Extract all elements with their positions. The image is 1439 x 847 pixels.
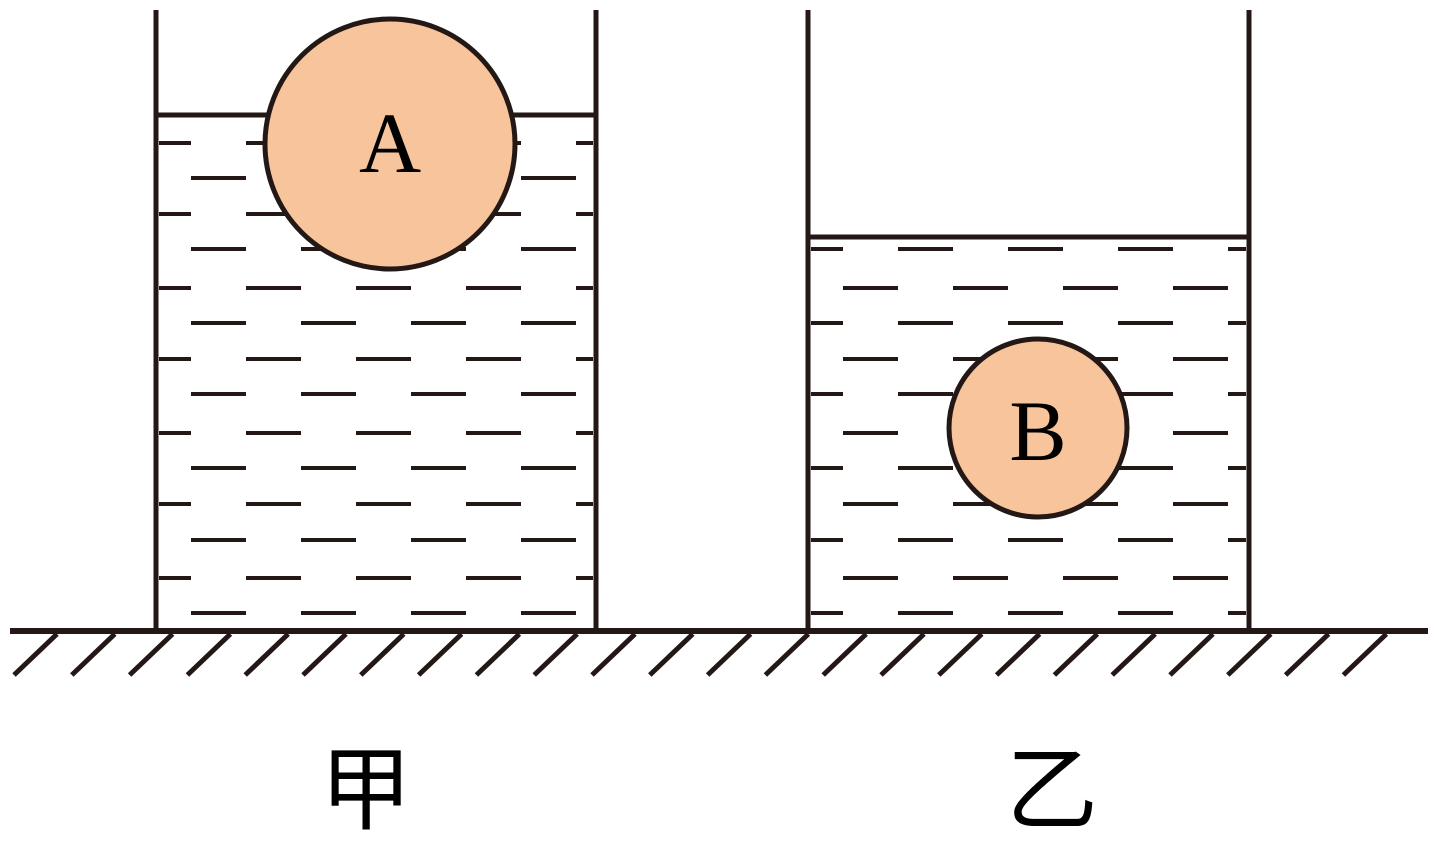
ball-b-label: B	[1009, 383, 1066, 479]
hatch-mark	[879, 632, 926, 677]
ground	[10, 628, 1428, 677]
hatch-mark	[1110, 632, 1157, 677]
hatch-mark	[763, 632, 811, 677]
hatch-mark	[1168, 632, 1215, 677]
hatch-mark	[12, 632, 59, 677]
ball-a-label: A	[359, 95, 421, 191]
ground-hatching	[12, 632, 1389, 677]
hatch-mark	[1226, 632, 1273, 677]
hatch-mark	[359, 632, 406, 677]
hatch-mark	[243, 632, 290, 677]
container-jia-label: 甲	[320, 737, 412, 844]
ball-a-shape	[262, 16, 518, 272]
hatch-mark	[474, 632, 522, 677]
ball-b-shape	[946, 336, 1130, 520]
ball-a: A	[262, 16, 518, 272]
container-jia: A	[153, 10, 599, 631]
hatch-mark	[416, 632, 464, 677]
hatch-mark	[821, 632, 868, 677]
hatch-mark	[1052, 632, 1100, 677]
hatch-mark	[590, 632, 637, 677]
hatch-mark	[705, 632, 753, 677]
hatch-mark	[127, 632, 175, 677]
hatch-mark	[648, 632, 695, 677]
hatch-mark	[1341, 632, 1389, 677]
hatch-mark	[301, 632, 348, 677]
hatch-mark	[1283, 632, 1331, 677]
container-yi-label: 乙	[1006, 737, 1098, 844]
hatch-mark	[532, 632, 579, 677]
container-yi: B	[805, 10, 1252, 631]
hatch-mark	[994, 632, 1042, 677]
hatch-mark	[937, 632, 984, 677]
hatch-mark	[70, 632, 117, 677]
ball-b: B	[946, 336, 1130, 520]
hatch-mark	[185, 632, 233, 677]
